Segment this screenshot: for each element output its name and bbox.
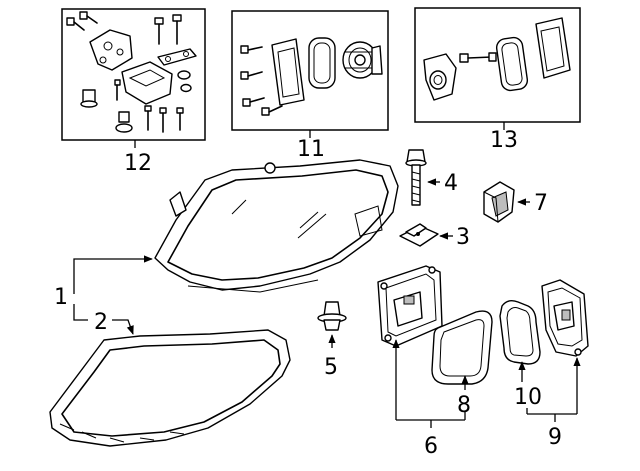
fan-icon	[342, 41, 383, 79]
callout-3: 3	[456, 225, 470, 250]
gasket-icon	[308, 37, 336, 89]
callout-8: 8	[457, 393, 471, 418]
leader-1	[73, 255, 153, 321]
headlamp-assembly	[154, 159, 399, 293]
kit-box-13	[414, 7, 581, 130]
gasket-10	[499, 299, 541, 365]
clip-nut-3	[399, 223, 439, 247]
callout-5: 5	[324, 355, 338, 380]
housing-bracket-icon	[121, 61, 173, 105]
callout-6: 6	[424, 434, 438, 459]
lamp-module-9	[541, 279, 589, 357]
bracket-icon	[89, 29, 133, 71]
screw-icon	[66, 11, 98, 31]
callout-10: 10	[514, 385, 542, 410]
lens	[49, 329, 291, 447]
frame-icon	[271, 38, 305, 106]
leader-9	[526, 357, 581, 422]
callout-4: 4	[444, 171, 458, 196]
cover-icon	[423, 53, 457, 101]
callout-11: 11	[297, 137, 325, 162]
kit-box-11	[231, 10, 389, 138]
callout-9: 9	[548, 425, 562, 450]
pin-clip-5	[317, 301, 347, 331]
callout-13: 13	[490, 128, 518, 153]
callout-12: 12	[124, 151, 152, 176]
screw-icon	[154, 14, 182, 45]
cap-7	[483, 181, 515, 223]
kit-box-12	[61, 8, 206, 148]
callout-2: 2	[94, 310, 108, 335]
leader-6	[392, 339, 466, 428]
frame-icon	[535, 17, 571, 79]
grommet-icon	[80, 70, 192, 133]
callout-7: 7	[534, 191, 548, 216]
bolt-icon	[459, 52, 497, 63]
screw-icon	[240, 45, 283, 116]
screw-icon	[114, 79, 184, 133]
leader-2	[112, 319, 134, 335]
gasket-icon	[495, 36, 529, 92]
callout-1: 1	[54, 285, 68, 310]
control-module-6	[377, 265, 443, 347]
gasket-8	[431, 310, 493, 385]
bolt-4	[405, 149, 427, 206]
plate-icon	[157, 48, 197, 66]
